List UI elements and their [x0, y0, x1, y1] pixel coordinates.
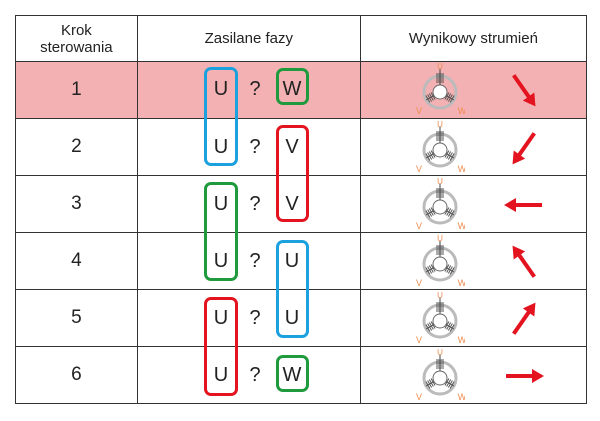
step-number: 2 — [15, 118, 138, 176]
flux-arrow-icon — [504, 296, 544, 342]
motor-winding-icon: U V W — [415, 177, 467, 231]
label-w: W — [458, 164, 465, 174]
phase-separator: ? — [249, 249, 261, 272]
step-number: 3 — [15, 175, 138, 233]
phase-right: U — [284, 306, 300, 329]
phase-right: V — [285, 135, 299, 158]
flux-cell — [359, 289, 588, 347]
label-u: U — [437, 235, 443, 243]
phase-separator: ? — [249, 363, 261, 386]
table-row: 2 — [15, 118, 588, 176]
step-number: 1 — [15, 61, 138, 119]
table-row: 3 — [15, 175, 588, 233]
flux-cell — [359, 61, 588, 119]
header-step-line1: Krok — [60, 21, 92, 39]
motor-winding-icon: U V W — [415, 234, 467, 288]
phase-left: U — [213, 192, 229, 215]
flux-arrow-icon — [504, 239, 544, 285]
motor-winding-icon: U V W — [415, 348, 467, 402]
flux-cell — [359, 175, 588, 233]
label-u: U — [437, 63, 443, 71]
flux-arrow-icon — [504, 67, 544, 113]
label-w: W — [458, 221, 465, 231]
phase-left: U — [213, 135, 229, 158]
phase-separator: ? — [249, 192, 261, 215]
phase-separator: ? — [249, 135, 261, 158]
motor-winding-icon: U V W — [415, 120, 467, 174]
bracket-green-left — [204, 182, 238, 281]
phase-right: V — [285, 192, 299, 215]
bracket-red-left — [204, 297, 238, 396]
label-v: V — [416, 392, 422, 402]
phase-separator: ? — [249, 306, 261, 329]
motor-winding-icon: U V W — [415, 62, 467, 116]
label-v: V — [416, 106, 422, 116]
step-number: 5 — [15, 289, 138, 347]
flux-cell — [359, 346, 588, 404]
motor-winding-icon: U V W — [415, 291, 467, 345]
phase-left: U — [213, 249, 229, 272]
phase-separator: ? — [249, 77, 261, 100]
label-v: V — [416, 221, 422, 231]
label-u: U — [437, 292, 443, 300]
step-number: 6 — [15, 346, 138, 404]
phase-right: W — [282, 77, 302, 100]
phase-left: U — [213, 363, 229, 386]
bracket-green-right-2 — [276, 355, 309, 392]
table-row: 1 — [15, 61, 588, 119]
table-row: 4 — [15, 232, 588, 290]
flux-cell — [359, 118, 588, 176]
flux-cell — [359, 232, 588, 290]
phases-cell — [136, 61, 361, 119]
header-step-line2: sterowania — [40, 38, 113, 56]
header-phases: Zasilane fazy — [136, 15, 361, 62]
flux-arrow-icon — [504, 125, 544, 171]
label-u: U — [437, 349, 443, 357]
flux-arrow-icon — [502, 367, 546, 385]
bracket-red-right — [276, 125, 309, 222]
phases-cell — [136, 346, 361, 404]
label-w: W — [458, 392, 465, 402]
label-u: U — [437, 121, 443, 129]
step-number: 4 — [15, 232, 138, 290]
phase-right: W — [282, 363, 302, 386]
label-w: W — [458, 106, 465, 116]
phase-right: U — [284, 249, 300, 272]
label-w: W — [458, 335, 465, 345]
label-w: W — [458, 278, 465, 288]
phases-cell — [136, 232, 361, 290]
label-v: V — [416, 335, 422, 345]
bracket-blue-right — [276, 240, 309, 338]
phases-cell — [136, 175, 361, 233]
flux-arrow-icon — [502, 196, 546, 214]
label-v: V — [416, 164, 422, 174]
phase-left: U — [213, 306, 229, 329]
bracket-blue-left — [204, 67, 238, 166]
label-v: V — [416, 278, 422, 288]
label-u: U — [437, 178, 443, 186]
phase-left: U — [213, 77, 229, 100]
header-flux: Wynikowy strumień — [359, 15, 588, 62]
bracket-green-right — [276, 68, 309, 105]
table-row: 6 — [15, 346, 588, 404]
